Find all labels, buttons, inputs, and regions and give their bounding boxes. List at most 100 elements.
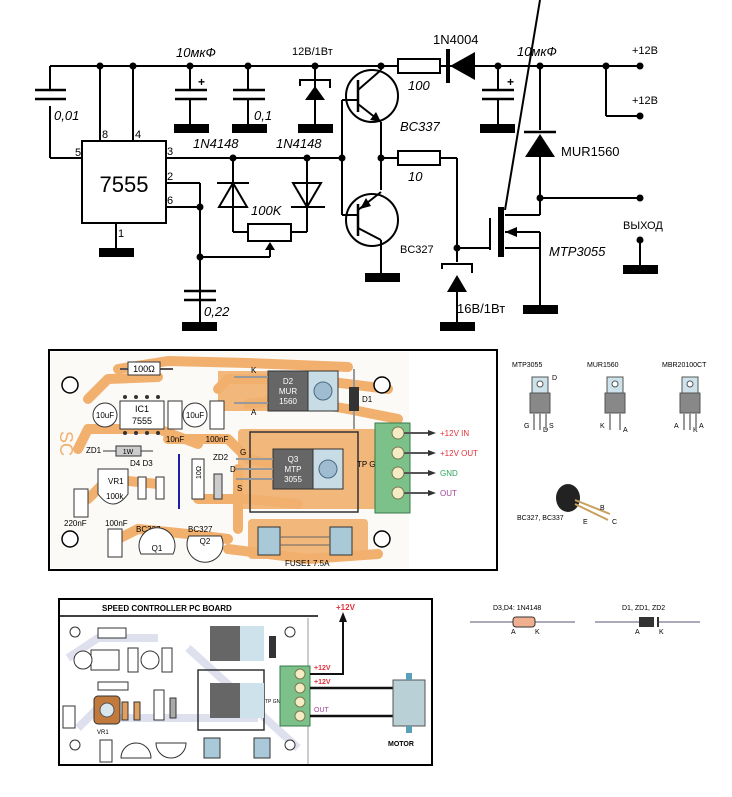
ic-label: 7555 (100, 172, 149, 197)
pcb-label-c1: 10uF (96, 411, 114, 420)
circuit-schematic: + + 7555 8 4 5 3 2 6 1 (35, 0, 663, 331)
pcb-label-fuse: FUSE1 7.5A (285, 559, 330, 568)
label-mur1560: MUR1560 (561, 144, 620, 159)
pcb-label-tp-gnd: TP GND (357, 460, 387, 469)
resistor-100 (397, 58, 441, 74)
potentiometer (247, 223, 292, 242)
diode-mur1560-icon (525, 134, 555, 157)
diode-zener-label: D1, ZD1, ZD2 (622, 605, 665, 612)
diode-1n4148-label: D3,D4: 1N4148 (493, 605, 541, 612)
pin-label: 5 (75, 147, 81, 159)
to92-package-icon (556, 484, 580, 512)
pcb-label-d4-d3: D4 D3 (130, 459, 153, 468)
diode-pin-a: A (511, 629, 516, 636)
pcb-pin-k: K (251, 366, 257, 375)
pcb-label-d2: D2 (283, 377, 294, 386)
pcb-label-q2-type: BC327 (188, 525, 213, 534)
label-zener-bottom: 16В/1Вт (457, 301, 505, 316)
pcb-label-c-100n-b: 100nF (105, 519, 128, 528)
package-pin-label: A (623, 427, 628, 434)
svg-text:+: + (198, 75, 205, 89)
wire-label-12v-b: +12V (314, 679, 331, 686)
label-out-12v-b: +12В (632, 95, 658, 107)
pcb-label-d1: D1 (362, 395, 373, 404)
pcb-label-vr1-value: 100k (106, 492, 124, 501)
label-output: ВЫХОД (623, 220, 663, 232)
label-bc337: BC337 (400, 119, 441, 134)
package-pin-label: D (543, 427, 548, 434)
diode-pin-a: A (635, 629, 640, 636)
package-pin-label: S (549, 423, 554, 430)
label-c-0-01: 0,01 (54, 108, 79, 123)
package-pin-label: A (674, 423, 679, 430)
label-c-10u-right: 10мкФ (517, 44, 557, 59)
diode-icon (217, 181, 249, 208)
pcb-label-r100: 100Ω (133, 364, 155, 374)
wire-label-12v-a: +12V (314, 665, 331, 672)
pcb-label-c-220n: 220nF (64, 519, 87, 528)
to92-label: BC327, BC337 (517, 515, 564, 522)
pcb-label-q3: Q3 (288, 455, 299, 464)
pcb-pin-a: A (251, 408, 257, 417)
package-name: MBR20100CT (662, 362, 707, 369)
pcb-label-q3-line3: 3055 (284, 475, 302, 484)
to92-pin-c: C (612, 519, 617, 526)
pcb-pin-d: D (230, 465, 236, 474)
label-c-0-22: 0,22 (204, 304, 230, 319)
terminal-label: GND (440, 469, 458, 478)
pin-label: 2 (167, 171, 173, 183)
wire-label-out: OUT (314, 707, 330, 714)
resistor-10 (397, 150, 441, 166)
terminal-label: OUT (440, 489, 457, 498)
transistor-bc327 (345, 193, 399, 247)
to92-pin-b: B (600, 505, 605, 512)
label-c-0-1: 0,1 (254, 108, 272, 123)
arrow-right-icon (428, 470, 436, 476)
board-title: SPEED CONTROLLER PC BOARD (102, 604, 232, 613)
diode-1n4004-icon (450, 52, 475, 80)
label-pot: 100K (251, 203, 283, 218)
pcb-label-d2-line2: MUR (279, 387, 297, 396)
diode-pin-k: K (659, 629, 664, 636)
pcb-label-q3-line2: MTP (285, 465, 302, 474)
pcb-label-q1: Q1 (152, 544, 163, 553)
label-1n4148-b: 1N4148 (276, 136, 322, 151)
package-name: MUR1560 (587, 362, 619, 369)
board-logo: SC (56, 431, 76, 456)
pcb-label-ic1: IC1 (135, 404, 149, 414)
zener-diode-icon (305, 86, 325, 100)
zener-diode-icon (447, 275, 467, 292)
pcb-pin-g: G (240, 448, 246, 457)
package-pin-label: K (600, 423, 605, 430)
diode-pin-k: K (535, 629, 540, 636)
pcb-label-zd1: ZD1 (86, 446, 102, 455)
pin-label: 4 (135, 129, 141, 141)
arrow-right-icon (428, 450, 436, 456)
pin-label: 3 (167, 146, 173, 158)
pcb-wiring-diagram: SPEED CONTROLLER PC BOARD VR1 TP GND +12… (58, 598, 433, 766)
pcb-label-ic1-value: 7555 (132, 416, 152, 426)
diode-icon (291, 182, 323, 209)
package-name: MTP3055 (512, 362, 542, 369)
label-1n4148-a: 1N4148 (193, 136, 239, 151)
pin-label: 6 (167, 195, 173, 207)
terminal-label: +12V OUT (440, 449, 478, 458)
pcb-label-zd1-body: 1W (123, 449, 134, 456)
pcb-label-r10: 10Ω (196, 466, 203, 479)
pcb-layout-top: SC 100Ω IC1 7555 10uF 10uF 10nF 100nF ZD… (48, 349, 498, 571)
pcb2-label-tp-gnd: TP GND (265, 699, 284, 705)
arrow-right-icon (428, 490, 436, 496)
label-1n4004: 1N4004 (433, 32, 479, 47)
label-bc327: BC327 (400, 244, 434, 256)
pin-label: 1 (118, 228, 124, 240)
motor-label: MOTOR (388, 741, 414, 748)
transistor-bc337 (345, 69, 399, 123)
pcb-label-vr1: VR1 (108, 477, 124, 486)
label-out-12v-a: +12В (632, 45, 658, 57)
package-pin-label: K (693, 427, 698, 434)
pcb-label-q2: Q2 (200, 537, 211, 546)
diode-pinouts: D3,D4: 1N4148 A K D1, ZD1, ZD2 A K (470, 605, 700, 636)
label-r-100: 100 (408, 78, 430, 93)
